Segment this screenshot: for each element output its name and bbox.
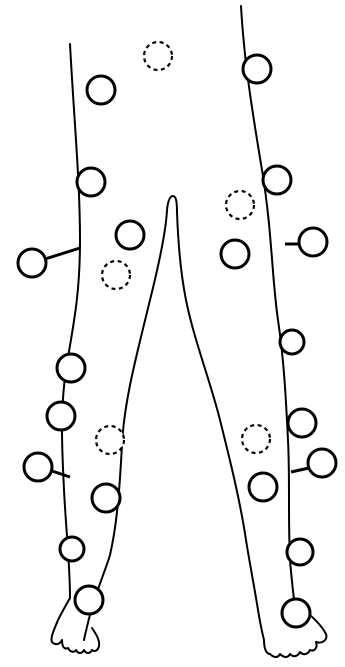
point-marker	[280, 330, 304, 354]
point-marker	[75, 586, 103, 614]
solid-points	[18, 55, 336, 627]
leader-line	[291, 468, 309, 472]
point-marker	[57, 354, 85, 382]
point-marker	[116, 221, 144, 249]
point-marker	[87, 76, 115, 104]
point-marker	[92, 484, 120, 512]
point-marker	[282, 599, 310, 627]
point-marker	[24, 453, 52, 481]
point-marker	[77, 168, 105, 196]
point-marker	[47, 402, 75, 430]
leader-line	[52, 471, 70, 477]
point-marker	[249, 473, 277, 501]
point-marker	[60, 537, 84, 561]
point-marker	[243, 55, 271, 83]
point-marker-dashed	[226, 191, 254, 219]
point-marker	[221, 240, 249, 268]
point-marker	[18, 249, 46, 277]
point-marker-dashed	[96, 426, 124, 454]
left-leg-outer-edge	[62, 44, 80, 598]
point-marker	[287, 539, 313, 565]
point-marker-dashed	[102, 261, 130, 289]
point-marker	[308, 449, 336, 477]
point-marker	[299, 228, 327, 256]
point-marker	[263, 166, 291, 194]
point-marker-dashed	[242, 425, 270, 453]
point-marker	[288, 409, 316, 437]
leader-line	[45, 248, 80, 259]
point-marker-dashed	[144, 42, 172, 70]
right-leg-outer-edge	[241, 6, 296, 615]
